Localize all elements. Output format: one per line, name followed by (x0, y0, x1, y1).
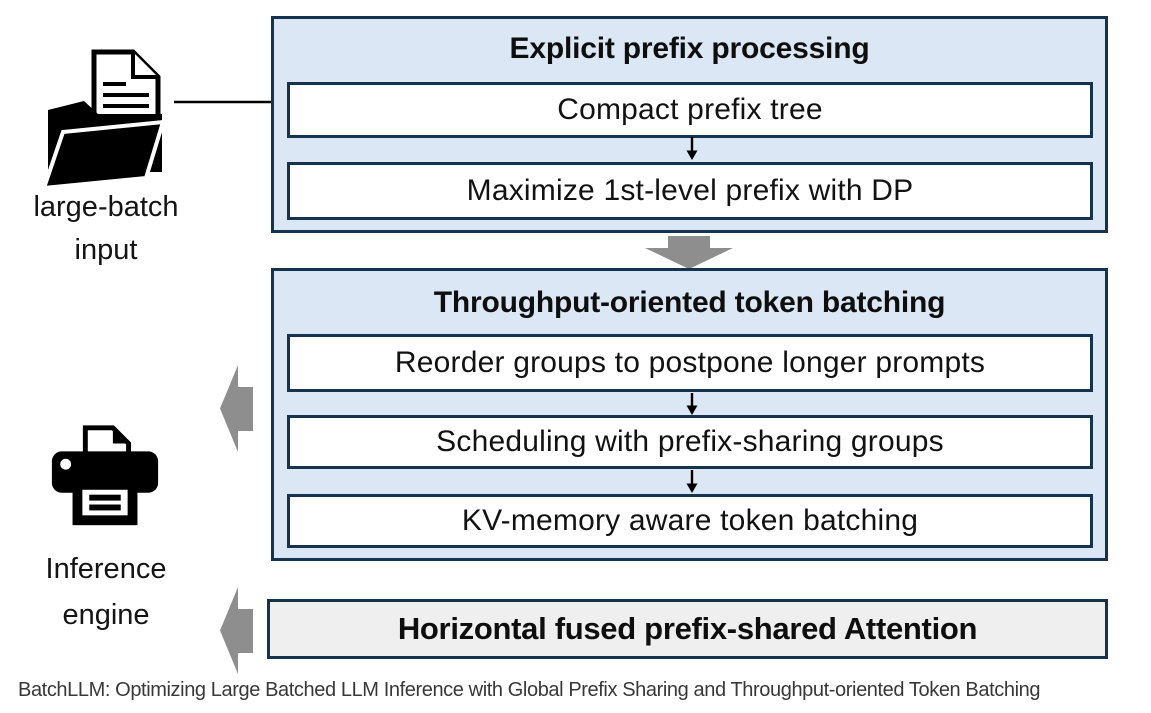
folder-document-icon (41, 49, 166, 191)
stage2-to-engine-arrow (220, 365, 253, 452)
step-maximize-first-level-prefix: Maximize 1st-level prefix with DP (287, 162, 1093, 220)
step-kv-memory-aware-token-batching: KV-memory aware token batching (287, 494, 1093, 548)
input-label-line1: large-batch (33, 191, 179, 223)
step-reorder-groups: Reorder groups to postpone longer prompt… (287, 334, 1093, 392)
stage-explicit-prefix-processing: Explicit prefix processing Compact prefi… (271, 16, 1108, 233)
engine-label-line2: engine (62, 599, 150, 631)
step-compact-prefix-tree: Compact prefix tree (287, 82, 1093, 138)
step-label: KV-memory aware token batching (461, 504, 919, 537)
step-label: Scheduling with prefix-sharing groups (436, 425, 944, 458)
stage2-title: Throughput-oriented token batching (433, 286, 946, 319)
figure-caption: BatchLLM: Optimizing Large Batched LLM I… (18, 679, 1041, 701)
stage1-to-stage2-arrow (645, 236, 733, 269)
down-arrow-icon (686, 137, 698, 160)
stage-horizontal-fused-prefix-shared-attention: Horizontal fused prefix-shared Attention (267, 599, 1108, 659)
down-arrow-icon (686, 393, 698, 415)
stage3-to-engine-arrow (220, 587, 253, 674)
input-label: large-batch input (6, 186, 206, 272)
stage1-title: Explicit prefix processing (509, 32, 870, 65)
down-arrow-icon (686, 470, 698, 493)
stage3-title: Horizontal fused prefix-shared Attention (397, 611, 978, 646)
step-label: Compact prefix tree (557, 93, 823, 126)
input-label-line2: input (74, 234, 138, 266)
stage-throughput-oriented-token-batching: Throughput-oriented token batching Reord… (271, 268, 1108, 561)
printer-icon (51, 425, 159, 526)
step-scheduling-prefix-sharing-groups: Scheduling with prefix-sharing groups (287, 415, 1093, 469)
step-label: Reorder groups to postpone longer prompt… (394, 346, 986, 379)
engine-label: Inference engine (6, 546, 206, 638)
step-label: Maximize 1st-level prefix with DP (466, 174, 914, 207)
engine-label-line1: Inference (45, 553, 167, 585)
